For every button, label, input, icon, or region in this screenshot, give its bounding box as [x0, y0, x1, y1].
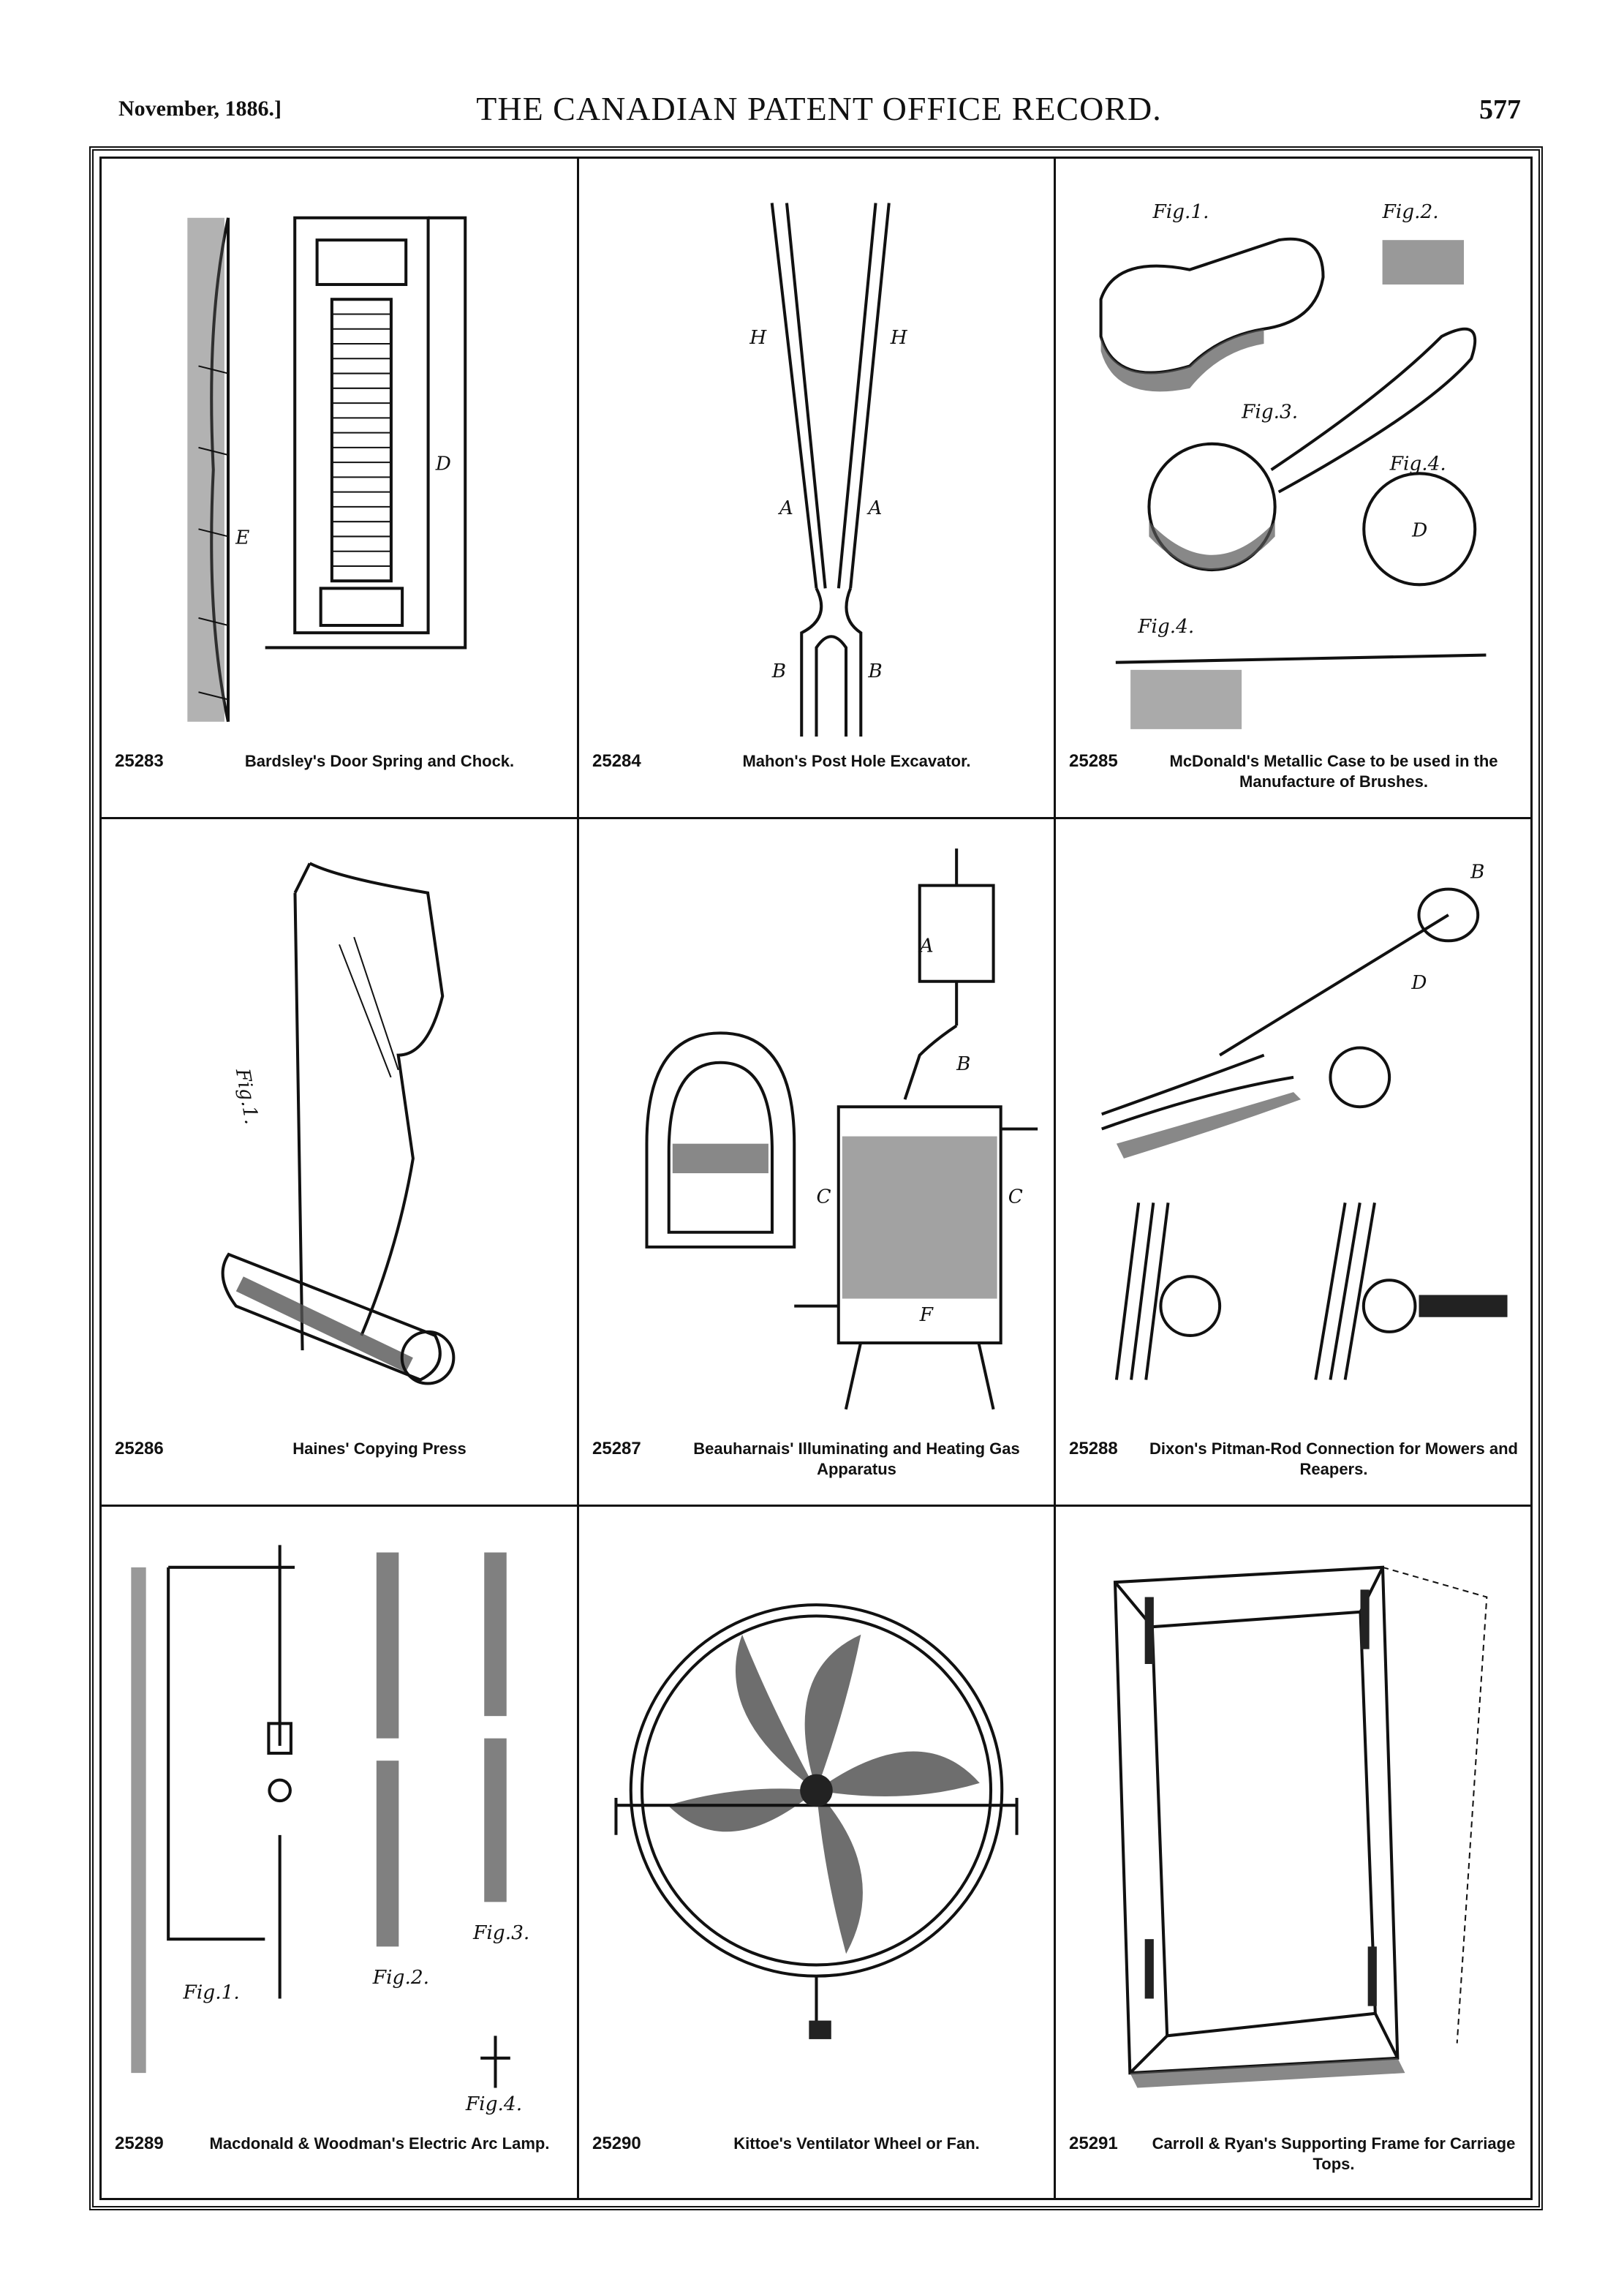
ventilator-fan-svg [614, 1603, 1019, 2039]
figure-label: Fig.4. [1137, 616, 1194, 638]
patent-title: Mahon's Post Hole Excavator. [742, 752, 971, 770]
patent-cell: 25290 Kittoe's Ventilator Wheel or Fan. [579, 1507, 1054, 2199]
svg-text:B: B [771, 660, 786, 682]
svg-text:C: C [817, 1186, 831, 1208]
pitman-rod-drawing: B D [1070, 834, 1517, 1424]
figure-label: Fig.2. [1382, 201, 1439, 223]
arc-lamp-svg: Fig.1. Fig.2. Fig.3. Fig.4. [131, 1545, 529, 2115]
figure-label: Fig.4. [1389, 453, 1446, 475]
ventilator-fan-drawing [594, 1521, 1039, 2119]
patent-cell: B D 25288 Dixon's Pitman-Rod Connection … [1056, 819, 1531, 1505]
svg-text:D: D [1411, 519, 1427, 541]
patent-number: 25286 [115, 1439, 164, 1458]
door-spring-drawing: E D [116, 173, 562, 737]
gas-apparatus-svg: A B C C F [645, 848, 1038, 1410]
figure-label: Fig.3. [1241, 401, 1298, 423]
svg-text:A: A [778, 497, 793, 519]
svg-text:A: A [918, 935, 934, 957]
issue-date: November, 1886.] [118, 97, 282, 121]
patent-caption: 25288 Dixon's Pitman-Rod Connection for … [1069, 1433, 1518, 1491]
page-header: November, 1886.] THE CANADIAN PATENT OFF… [110, 80, 1528, 139]
publication-title: THE CANADIAN PATENT OFFICE RECORD. [476, 90, 1162, 127]
patent-caption: 25286 Haines' Copying Press [115, 1433, 564, 1491]
arc-lamp-drawing: Fig.1. Fig.2. Fig.3. Fig.4. [116, 1521, 562, 2119]
patent-title: Kittoe's Ventilator Wheel or Fan. [733, 2134, 980, 2153]
figure-label: Fig.1. [1152, 201, 1209, 223]
svg-text:B: B [1470, 862, 1484, 884]
brush-case-svg: Fig.1. Fig.2. Fig.3. Fig.4. D Fig.4. [1099, 201, 1487, 729]
post-hole-excavator-drawing: H H A A B B [594, 173, 1039, 737]
patent-number: 25283 [115, 751, 164, 771]
patent-title: Dixon's Pitman-Rod Connection for Mowers… [1149, 1439, 1518, 1478]
patent-caption: 25285 McDonald's Metallic Case to be use… [1069, 745, 1518, 804]
door-spring-svg: E D [187, 216, 467, 723]
patent-cell: Fig.1. Fig.2. Fig.3. Fig.4. D Fig.4. [1056, 159, 1531, 817]
patent-number: 25285 [1069, 751, 1118, 771]
patent-caption: 25290 Kittoe's Ventilator Wheel or Fan. [592, 2128, 1041, 2186]
grid-divider [577, 159, 579, 2198]
patent-number: 25289 [115, 2134, 164, 2153]
grid-divider [1054, 159, 1056, 2198]
figure-label: Fig.1. [183, 1981, 240, 2004]
patent-title: Haines' Copying Press [292, 1439, 467, 1458]
grid-divider [102, 817, 1530, 819]
svg-text:C: C [1008, 1186, 1023, 1208]
svg-text:E: E [235, 527, 249, 549]
excavator-svg: H H A A B B [749, 203, 908, 737]
carriage-frame-drawing [1070, 1521, 1517, 2119]
patent-title: Beauharnais' Illuminating and Heating Ga… [693, 1439, 1020, 1478]
svg-text:F: F [919, 1304, 934, 1326]
svg-text:H: H [749, 327, 767, 349]
patent-cell: E D 25283 Bardsley's Door Spring and Cho… [102, 159, 577, 817]
figure-label: Fig.1. [231, 1066, 263, 1126]
patent-cell: A B C C F 25287 Beauharnais' Illuminatin… [579, 819, 1054, 1505]
patent-caption: 25289 Macdonald & Woodman's Electric Arc… [115, 2128, 564, 2186]
patent-cell: H H A A B B 25284 Mahon's Post Hole Exca… [579, 159, 1054, 817]
patent-grid: E D 25283 Bardsley's Door Spring and Cho… [102, 159, 1530, 2198]
frame-inner: E D 25283 Bardsley's Door Spring and Cho… [99, 157, 1533, 2200]
patent-cell: 25291 Carroll & Ryan's Supporting Frame … [1056, 1507, 1531, 2199]
patent-title: Macdonald & Woodman's Electric Arc Lamp. [209, 2134, 550, 2153]
carriage-frame-svg [1113, 1565, 1488, 2088]
patent-illustrations-frame: E D 25283 Bardsley's Door Spring and Cho… [89, 146, 1543, 2210]
patent-caption: 25284 Mahon's Post Hole Excavator. [592, 745, 1041, 804]
figure-label: Fig.3. [472, 1921, 529, 1944]
patent-number: 25291 [1069, 2134, 1118, 2153]
svg-text:D: D [435, 453, 451, 475]
patent-title: Bardsley's Door Spring and Chock. [244, 752, 515, 770]
patent-title: Carroll & Ryan's Supporting Frame for Ca… [1152, 2134, 1516, 2173]
copying-press-drawing: Fig.1. [116, 834, 562, 1424]
patent-caption: 25287 Beauharnais' Illuminating and Heat… [592, 1433, 1041, 1491]
copying-press-svg: Fig.1. [221, 862, 456, 1385]
svg-text:B: B [867, 660, 882, 682]
gas-apparatus-drawing: A B C C F [594, 834, 1039, 1424]
patent-number: 25290 [592, 2134, 641, 2153]
svg-text:D: D [1410, 972, 1427, 994]
svg-text:B: B [956, 1053, 970, 1075]
patent-number: 25284 [592, 751, 641, 771]
patent-number: 25287 [592, 1439, 641, 1458]
page-number: 577 [1479, 94, 1521, 125]
svg-text:A: A [866, 497, 882, 519]
figure-label: Fig.2. [372, 1966, 429, 1989]
brush-case-drawing: Fig.1. Fig.2. Fig.3. Fig.4. D Fig.4. [1070, 173, 1517, 737]
grid-divider [102, 1505, 1530, 1507]
patent-cell: Fig.1. 25286 Haines' Copying Press [102, 819, 577, 1505]
patent-title: McDonald's Metallic Case to be used in t… [1169, 752, 1498, 791]
patent-cell: Fig.1. Fig.2. Fig.3. Fig.4. 25289 Macdon… [102, 1507, 577, 2199]
pitman-rod-svg: B D [1101, 862, 1508, 1380]
patent-number: 25288 [1069, 1439, 1118, 1458]
svg-text:H: H [890, 327, 908, 349]
patent-caption: 25283 Bardsley's Door Spring and Chock. [115, 745, 564, 804]
patent-caption: 25291 Carroll & Ryan's Supporting Frame … [1069, 2128, 1518, 2186]
figure-label: Fig.4. [465, 2093, 522, 2115]
